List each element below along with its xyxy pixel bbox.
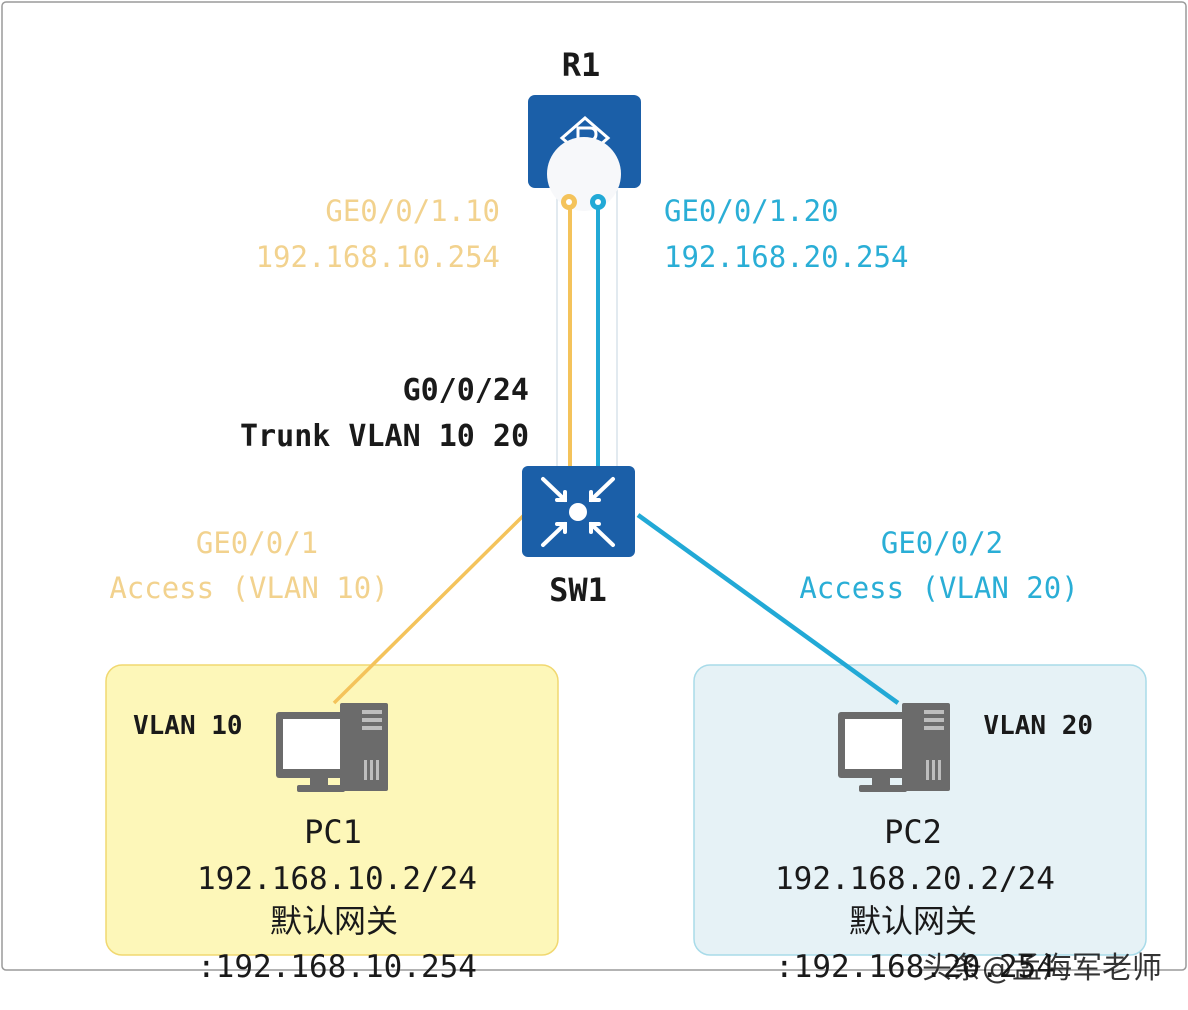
pc1-gateway-label: 默认网关 — [270, 902, 398, 940]
trunk-port-label: G0/0/24 — [403, 373, 529, 408]
pc2-vlan-label: VLAN 20 — [983, 711, 1093, 741]
pc1-ip-label: 192.168.10.2/24 — [197, 861, 477, 897]
sw-right-mode-label: Access (VLAN 20) — [799, 571, 1078, 605]
switch-name-label: SW1 — [549, 571, 607, 609]
router-port-plate — [547, 137, 621, 211]
pc1-gateway-ip: :192.168.10.254 — [197, 949, 477, 985]
sw-left-mode-label: Access (VLAN 10) — [109, 571, 388, 605]
r1-vlan20-port-label: GE0/0/1.20 — [664, 194, 839, 228]
access-link-vlan10 — [332, 513, 526, 705]
vlan20-area — [693, 664, 1147, 956]
vlan10-area — [105, 664, 559, 956]
computer-icon[interactable] — [276, 703, 388, 792]
trunk-link — [556, 184, 618, 471]
trunk-mode-label: Trunk VLAN 10 20 — [240, 419, 529, 454]
switch-arrows — [541, 477, 615, 547]
router-icon[interactable] — [528, 95, 641, 211]
trunk-link-outline — [556, 184, 618, 471]
sw-right-port-label: GE0/0/2 — [881, 526, 1003, 560]
watermark-text: 头条@孟海军老师 — [922, 951, 1162, 986]
r1-vlan20-ip-label: 192.168.20.254 — [664, 240, 908, 274]
pc2-ip-label: 192.168.20.2/24 — [775, 861, 1055, 897]
computer-icon[interactable] — [838, 703, 950, 792]
pc2-gateway-label: 默认网关 — [849, 902, 977, 940]
router-name-label: R1 — [562, 46, 601, 84]
pc2-name-label: PC2 — [884, 813, 942, 851]
r1-vlan10-ip-label: 192.168.10.254 — [256, 240, 500, 274]
pc2-gateway-ip: :192.168.20.254 — [775, 949, 1055, 985]
r1-vlan10-port-label: GE0/0/1.10 — [325, 194, 500, 228]
sw-left-port-label: GE0/0/1 — [196, 526, 318, 560]
switch-icon[interactable] — [522, 466, 635, 557]
pc1-vlan-label: VLAN 10 — [133, 711, 243, 741]
switch-center-dot — [569, 503, 587, 521]
pc1-name-label: PC1 — [304, 813, 362, 851]
access-link-vlan20 — [636, 513, 900, 705]
